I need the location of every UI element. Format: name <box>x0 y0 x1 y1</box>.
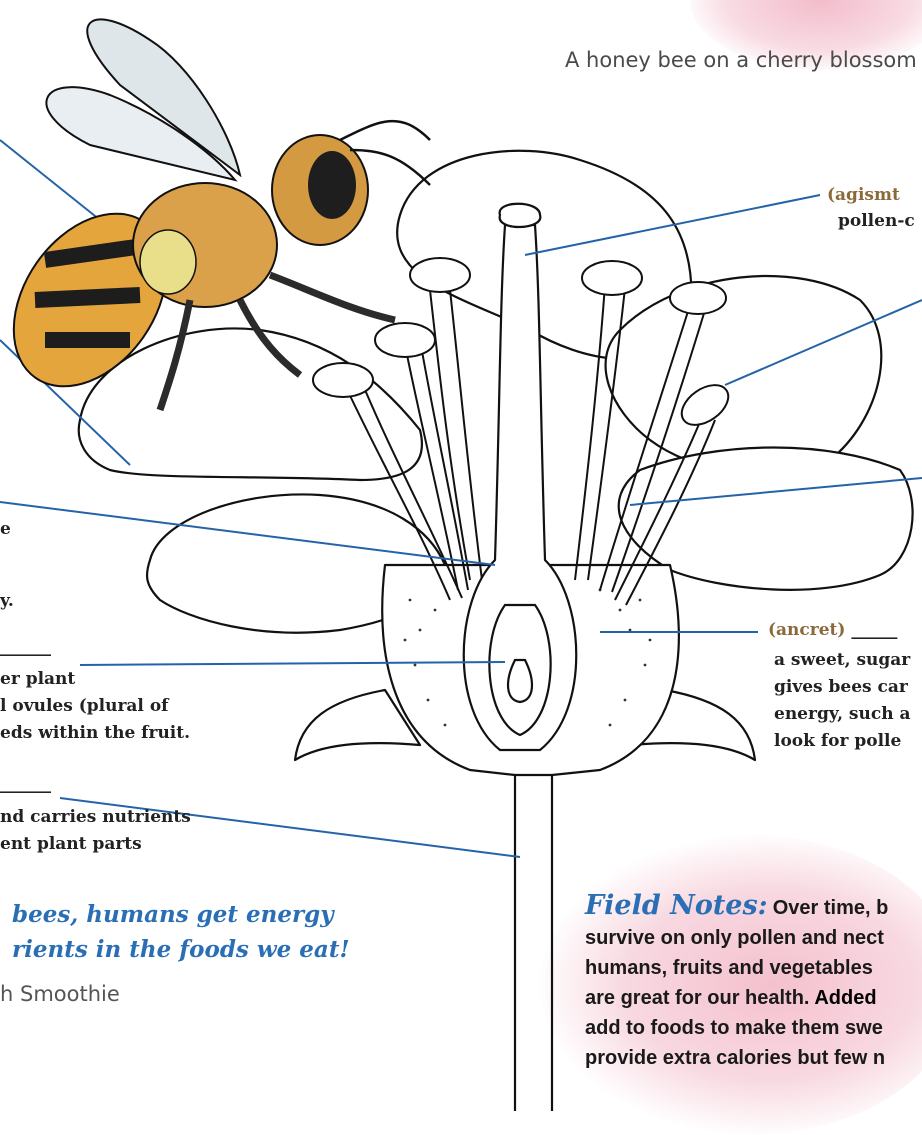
nectar-desc-2: gives bees car <box>774 675 908 700</box>
stem-desc-1: nd carries nutrients <box>0 805 191 830</box>
field-notes-line-1: Over time, b <box>773 897 889 919</box>
nectar-blank: ______ <box>851 620 896 640</box>
tagline-2: rients in the foods we eat! <box>12 932 350 967</box>
stigma-label: (agismt <box>827 183 900 208</box>
stem-desc-term: nutrients <box>102 807 191 827</box>
nectar-desc-3: energy, such a <box>774 702 911 727</box>
stem <box>515 760 552 1111</box>
field-notes-line-6: provide extra calories but few n <box>585 1043 888 1073</box>
stem-blank: ______ <box>0 772 51 797</box>
nectar-desc-4: look for polle <box>774 729 901 754</box>
ovary-desc-1: er plant <box>0 667 75 692</box>
ovary-desc-3: eds within the fruit. <box>0 721 190 746</box>
field-notes-line-5: add to foods to make them swe <box>585 1013 888 1043</box>
photo-caption: A honey bee on a cherry blossom ju <box>565 48 922 72</box>
nectar-scrambled: (ancret) <box>768 620 845 640</box>
field-notes-title: Field Notes: <box>585 890 768 921</box>
field-notes-line-3: humans, fruits and vegetables <box>585 953 888 983</box>
field-notes-line-2: survive on only pollen and nect <box>585 923 888 953</box>
field-notes-added: Added <box>814 987 876 1009</box>
field-notes-line-4: are great for our health. Added <box>585 983 888 1013</box>
stigma-description: pollen-c <box>838 209 915 234</box>
ovary-desc-2: l ovules (plural of <box>0 694 168 719</box>
ovule <box>508 660 532 702</box>
stigma <box>500 204 541 227</box>
left-partial-1: e <box>0 517 11 542</box>
tagline-1: bees, humans get energy <box>12 897 334 932</box>
field-notes-line-4-text: are great for our health. <box>585 987 810 1009</box>
smoothie-title: h Smoothie <box>0 982 120 1006</box>
nectar-desc-1: a sweet, sugar <box>774 648 910 673</box>
ovary-blank: ______ <box>0 635 51 660</box>
stigma-scrambled: (agismt <box>827 185 900 205</box>
field-notes: Field Notes: Over time, b survive on onl… <box>585 890 888 1073</box>
left-partial-2: y. <box>0 589 14 614</box>
stem-desc-prefix: nd carries <box>0 807 102 827</box>
nectar-label: (ancret) ______ <box>768 618 896 643</box>
stem-desc-2: ent plant parts <box>0 832 142 857</box>
